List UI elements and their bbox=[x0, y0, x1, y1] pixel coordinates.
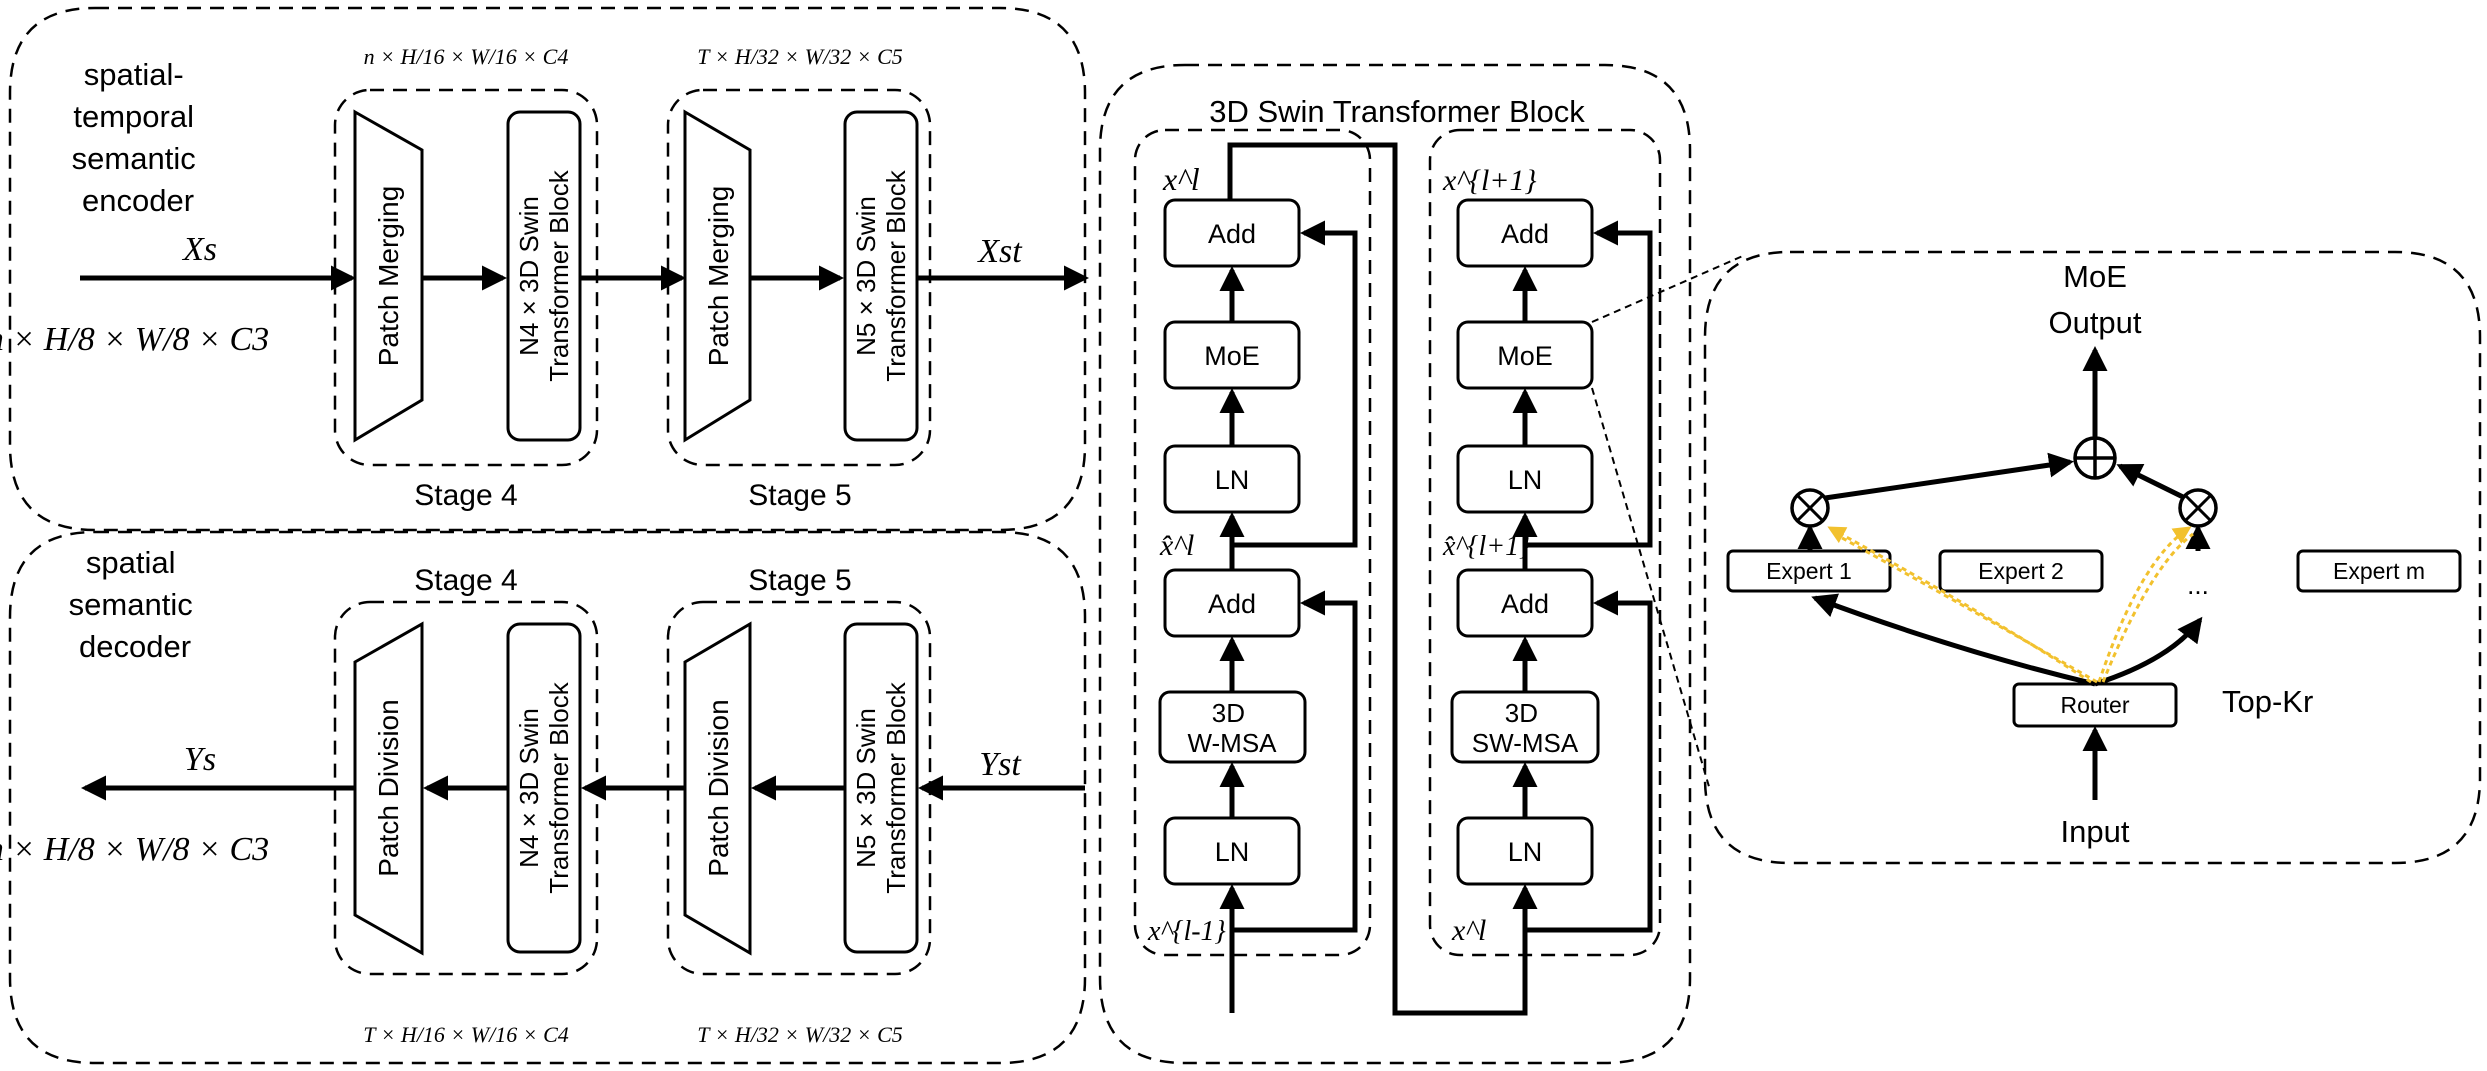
right-ln-bottom-label: LN bbox=[1508, 837, 1543, 867]
multm-to-sum-arrow bbox=[2116, 463, 2185, 500]
right-mid-symbol: x̂^{l+1} bbox=[1442, 531, 1530, 562]
encoder-patch-merging-4 bbox=[353, 109, 424, 443]
decoder-stage4-shape: T × H/16 × W/16 × C4 bbox=[363, 1022, 569, 1047]
swin-block-5-line1: N5 × 3D Swin bbox=[851, 196, 881, 356]
right-residual-1 bbox=[1525, 590, 1653, 933]
swin-block-title: 3D Swin Transformer Block bbox=[1209, 94, 1585, 129]
expert-m bbox=[2296, 549, 2462, 593]
swin-right-subblock bbox=[1428, 128, 1662, 957]
encoder-border bbox=[8, 6, 1087, 532]
left-add-top-label: Add bbox=[1208, 219, 1256, 249]
right-sw-msa-label: 3D SW-MSA bbox=[1472, 698, 1579, 758]
left-out-symbol: x^l bbox=[1162, 161, 1200, 197]
right-add-bottom-label: Add bbox=[1501, 589, 1549, 619]
moe-panel: MoE Output Expert 1 Expert 2 Expert m ..… bbox=[1703, 250, 2482, 865]
right-add-top-label: Add bbox=[1501, 219, 1549, 249]
decoder-title: spatial semantic decoder bbox=[69, 545, 202, 664]
swin-cross-connection bbox=[1227, 142, 1528, 1016]
routing-weight-path-1b bbox=[1834, 532, 2098, 684]
router-to-expertm-arrow bbox=[2094, 616, 2203, 687]
zoom-line-bottom bbox=[1591, 387, 1711, 791]
encoder-stage5-shape: T × H/32 × W/32 × C5 bbox=[697, 44, 903, 69]
encoder-output-symbol: Xst bbox=[976, 233, 1023, 270]
encoder-patch-merging-5 bbox=[683, 109, 752, 443]
decoder-output-symbol: Ys bbox=[184, 741, 216, 778]
decoder-swin-block-4-line1: N4 × 3D Swin bbox=[514, 708, 544, 868]
left-add-bottom-label: Add bbox=[1208, 589, 1256, 619]
expert-1-label: Expert 1 bbox=[1766, 558, 1852, 584]
expert-2 bbox=[1938, 549, 2104, 593]
swin-block-border bbox=[1098, 63, 1692, 1065]
router-to-expert1-arrow bbox=[1811, 593, 2096, 687]
patch-division-4-label: Patch Division bbox=[373, 699, 404, 876]
moe-input-label: Input bbox=[2061, 814, 2130, 849]
decoder-patch-division-4 bbox=[353, 621, 424, 956]
decoder-patch-division-5 bbox=[683, 621, 752, 956]
swin-block-4-line2: Transformer Block bbox=[544, 169, 574, 381]
patch-division-5-label: Patch Division bbox=[703, 699, 734, 876]
moe-output-label: Output bbox=[2048, 305, 2141, 340]
swin-left-subblock bbox=[1133, 128, 1372, 957]
router-label: Router bbox=[2060, 692, 2129, 718]
left-mid-symbol: x̂^l bbox=[1159, 529, 1194, 562]
left-ln-bottom-label: LN bbox=[1215, 837, 1250, 867]
patch-merging-5-label: Patch Merging bbox=[703, 186, 734, 367]
zoom-line-top bbox=[1591, 254, 1746, 323]
left-ln-top-label: LN bbox=[1215, 465, 1250, 495]
left-in-symbol: x^{l-1} bbox=[1147, 916, 1226, 947]
moe-title: MoE bbox=[2063, 259, 2127, 294]
expert-m-label: Expert m bbox=[2333, 558, 2425, 584]
swin-block-5-line2: Transformer Block bbox=[881, 169, 911, 381]
swin-block-4-line1: N4 × 3D Swin bbox=[514, 196, 544, 356]
left-w-msa-label: 3D W-MSA bbox=[1187, 698, 1277, 758]
routing-weight-path-m bbox=[2097, 526, 2192, 683]
decoder-stage4-label: Stage 4 bbox=[414, 564, 517, 597]
swin-block-panel: 3D Swin Transformer Block Add MoE LN Add… bbox=[1098, 63, 1692, 1065]
decoder-panel: spatial semantic decoder Patch Division … bbox=[0, 530, 1087, 1065]
decoder-swin-block-5-line2: Transformer Block bbox=[881, 681, 911, 893]
patch-merging-4-label: Patch Merging bbox=[373, 186, 404, 367]
decoder-swin-block-5-line1: N5 × 3D Swin bbox=[851, 708, 881, 868]
right-out-symbol: x^{l+1} bbox=[1442, 164, 1537, 197]
left-moe-label: MoE bbox=[1204, 341, 1260, 371]
decoder-input-symbol: Yst bbox=[979, 746, 1022, 783]
decoder-swin-block-4-line2: Transformer Block bbox=[544, 681, 574, 893]
encoder-input-shape: n × H/8 × W/8 × C3 bbox=[0, 321, 269, 358]
mult1-to-sum-arrow bbox=[1824, 452, 2074, 501]
right-ln-top-label: LN bbox=[1508, 465, 1543, 495]
moe-border bbox=[1703, 250, 2482, 865]
expert-ellipsis: ... bbox=[2187, 570, 2209, 600]
right-in-symbol: x^l bbox=[1451, 914, 1486, 947]
decoder-border bbox=[8, 530, 1087, 1065]
encoder-panel: spatial- temporal semantic encoder Patch… bbox=[0, 6, 1090, 532]
routing-weight-path-mb bbox=[2101, 532, 2194, 683]
encoder-title: spatial- temporal semantic encoder bbox=[72, 57, 205, 218]
decoder-stage5-label: Stage 5 bbox=[748, 564, 851, 597]
encoder-stage5-label: Stage 5 bbox=[748, 479, 851, 512]
encoder-stage4-shape: n × H/16 × W/16 × C4 bbox=[364, 44, 569, 69]
decoder-output-shape: n × H/8 × W/8 × C3 bbox=[0, 831, 269, 868]
left-residual-1 bbox=[1232, 590, 1358, 933]
decoder-stage5-shape: T × H/32 × W/32 × C5 bbox=[697, 1022, 903, 1047]
encoder-input-symbol: Xs bbox=[181, 231, 217, 268]
expert-2-label: Expert 2 bbox=[1978, 558, 2064, 584]
encoder-stage4-label: Stage 4 bbox=[414, 479, 517, 512]
right-residual-2 bbox=[1525, 220, 1653, 548]
topk-label: Top-Kr bbox=[2222, 684, 2313, 719]
right-moe-label: MoE bbox=[1497, 341, 1553, 371]
left-residual-2 bbox=[1232, 220, 1358, 548]
